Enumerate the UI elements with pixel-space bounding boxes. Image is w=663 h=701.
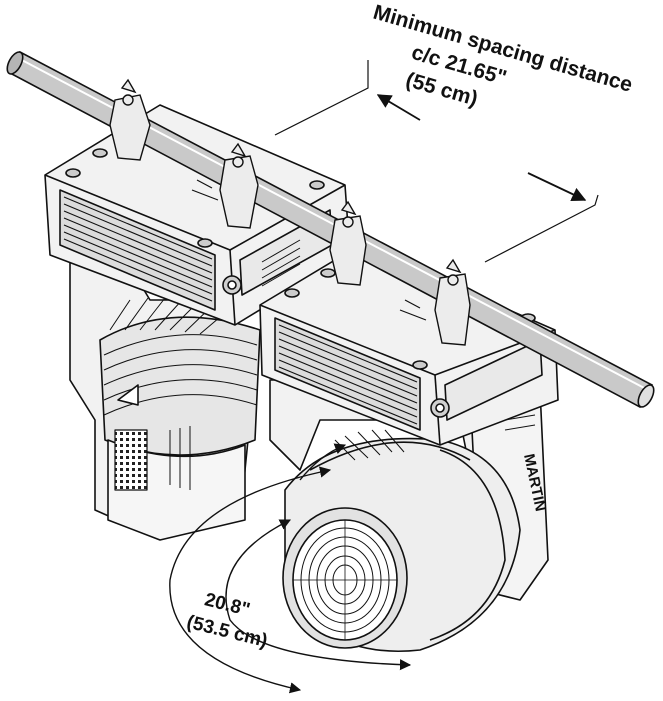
front-fixture bbox=[259, 244, 559, 652]
swing-arc-outer bbox=[169, 466, 332, 694]
spacing-arrow-left bbox=[376, 94, 421, 121]
rear-fixture-fan-ring bbox=[109, 297, 227, 335]
spacing-extension-line-right bbox=[484, 194, 599, 263]
rear-fixture bbox=[44, 104, 351, 541]
swing-arc-top bbox=[299, 443, 347, 481]
rear-fixture-vent bbox=[114, 429, 148, 491]
spacing-dimension bbox=[274, 60, 599, 263]
spacing-arrow-right bbox=[527, 172, 587, 201]
truss-pipe-right-end bbox=[637, 384, 655, 408]
swing-arc-inner bbox=[225, 519, 412, 671]
swing-dimension bbox=[169, 443, 412, 694]
truss-pipe-left-end bbox=[6, 51, 24, 75]
rear-fixture-louver-panel bbox=[59, 189, 216, 311]
spacing-label: Minimum spacing distance c/c 21.65" (55 … bbox=[371, 1, 635, 111]
clamp-front-left bbox=[329, 200, 367, 286]
rear-fixture-arrow-icon bbox=[117, 384, 139, 406]
spacing-extension-line-left bbox=[274, 60, 369, 136]
clamp-rear-left bbox=[109, 78, 151, 161]
clamp-rear-right bbox=[219, 142, 259, 229]
clamp-front-right bbox=[434, 258, 471, 346]
